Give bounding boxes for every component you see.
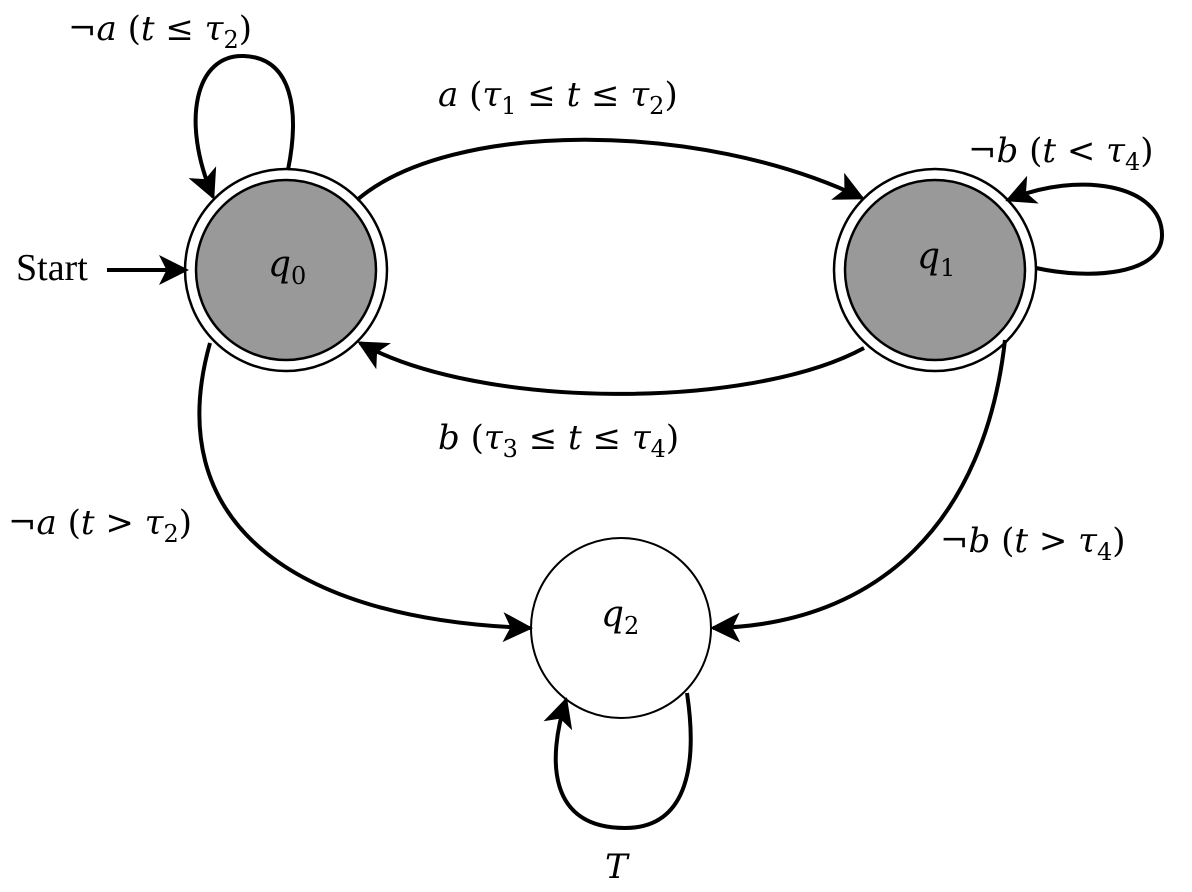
edge-q1-to-q2 (710, 339, 1007, 643)
state-q1-inner-circle (843, 178, 1027, 362)
edge-q0-self-loop (188, 53, 295, 200)
state-q1: q1 (832, 167, 1038, 373)
state-q0-label: q0 (268, 244, 306, 290)
state-q2-label: q2 (601, 594, 639, 640)
edge-q0-to-q2 (197, 342, 533, 643)
edge-q0-to-q1 (355, 137, 865, 202)
label-q0-to-q2: ¬a (t > τ2) (8, 503, 192, 548)
edge-q1-self-loop (1005, 175, 1165, 276)
state-q0-inner-circle (194, 178, 378, 362)
state-q2: q2 (530, 537, 712, 719)
label-q0-self: ¬a (t ≤ τ2) (68, 9, 252, 54)
state-q0: q0 (183, 167, 389, 373)
start-label: Start (16, 247, 88, 289)
label-q1-self: ¬b (t < τ4) (968, 131, 1153, 176)
edge-q2-self-loop (543, 692, 693, 831)
label-q0-to-q1: a (τ1 ≤ t ≤ τ2) (438, 75, 678, 120)
label-q1-to-q2: ¬b (t > τ4) (940, 521, 1125, 566)
label-q2-self: T (605, 847, 630, 887)
state-q1-label: q1 (917, 236, 955, 282)
label-q1-to-q0: b (τ3 ≤ t ≤ τ4) (438, 418, 679, 463)
edge-q1-to-q0 (357, 341, 865, 396)
